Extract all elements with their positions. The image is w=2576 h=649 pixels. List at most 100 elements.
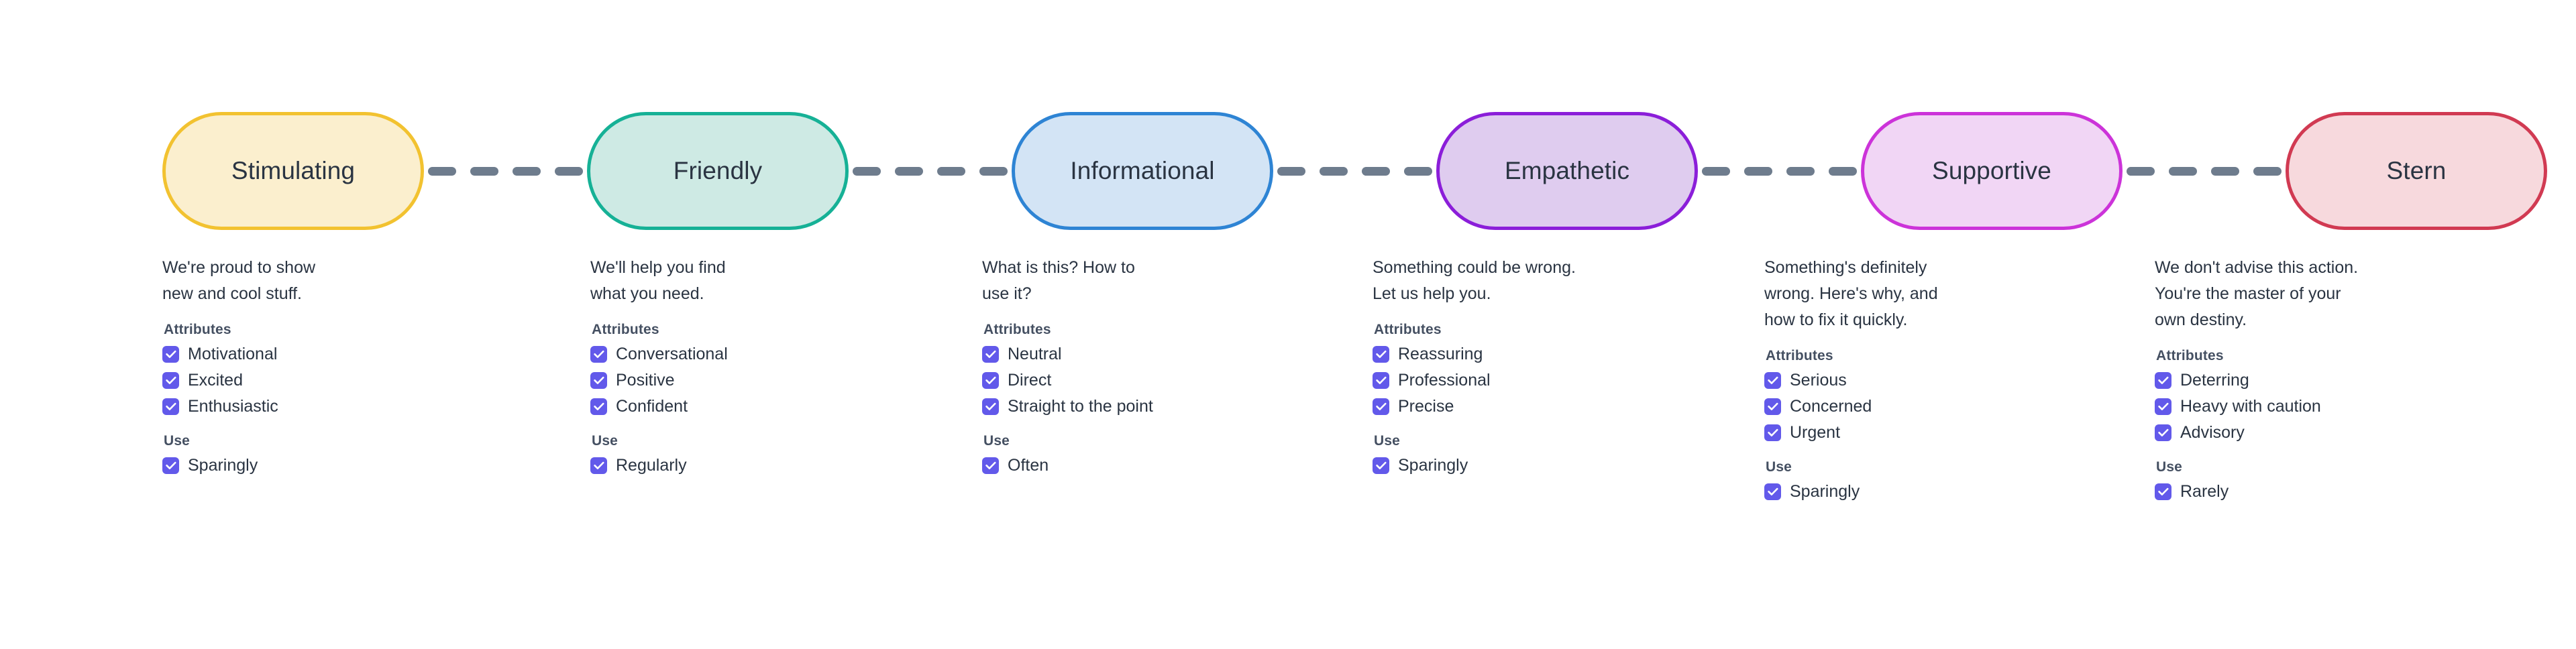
checkbox-checked-icon[interactable]: [1764, 371, 1781, 389]
checkbox-checked-icon[interactable]: [590, 398, 607, 415]
checkbox-checked-icon[interactable]: [590, 371, 607, 389]
attributes-label: Urgent: [1790, 423, 1841, 442]
attributes-label: Excited: [188, 371, 243, 390]
tone-pill-stimulating[interactable]: Stimulating: [162, 112, 424, 230]
attributes-check-item[interactable]: Advisory: [2155, 423, 2443, 442]
use-heading: Use: [164, 433, 190, 449]
attributes-check-item[interactable]: Enthusiastic: [162, 397, 451, 416]
tone-pill-label: Friendly: [673, 156, 763, 184]
connector-dashed-line: [2123, 112, 2286, 230]
attributes-label: Heavy with caution: [2180, 397, 2321, 416]
attributes-heading: Attributes: [1374, 322, 1442, 337]
checkbox-checked-icon[interactable]: [1764, 483, 1781, 500]
use-check-item[interactable]: Sparingly: [1373, 456, 1661, 475]
checkbox-checked-icon[interactable]: [2155, 424, 2171, 441]
tone-pill-slot: Friendly: [587, 112, 849, 230]
attributes-heading: Attributes: [2156, 348, 2224, 363]
checkbox-checked-icon[interactable]: [2155, 371, 2171, 389]
checkbox-checked-icon[interactable]: [1373, 345, 1389, 363]
attributes-check-item[interactable]: Conversational: [590, 345, 879, 363]
attributes-check-item[interactable]: Excited: [162, 371, 451, 390]
tone-pill-label: Stimulating: [231, 156, 356, 184]
tone-description: We're proud to show new and cool stuff.: [162, 258, 316, 303]
checkbox-checked-icon[interactable]: [162, 371, 179, 389]
attributes-check-item[interactable]: Neutral: [982, 345, 1271, 363]
checkbox-checked-icon[interactable]: [1764, 398, 1781, 415]
checkbox-checked-icon[interactable]: [2155, 483, 2171, 500]
tone-pill-empathetic[interactable]: Empathetic: [1436, 112, 1698, 230]
tone-detail-column: We'll help you find what you need.Attrib…: [590, 255, 879, 482]
tone-pill-stern[interactable]: Stern: [2286, 112, 2547, 230]
checkbox-checked-icon[interactable]: [982, 371, 999, 389]
connector-dash: [1702, 166, 1730, 176]
attributes-label: Direct: [1008, 371, 1052, 390]
use-label: Sparingly: [1398, 456, 1468, 475]
tone-detail-column: Something's definitely wrong. Here's why…: [1764, 255, 2053, 508]
attributes-check-item[interactable]: Professional: [1373, 371, 1661, 390]
use-check-item[interactable]: Regularly: [590, 456, 879, 475]
checkbox-checked-icon[interactable]: [162, 457, 179, 474]
connector-dash: [2127, 166, 2155, 176]
attributes-check-item[interactable]: Reassuring: [1373, 345, 1661, 363]
attributes-label: Conversational: [616, 345, 728, 363]
attributes-check-item[interactable]: Serious: [1764, 371, 2053, 390]
attributes-label: Positive: [616, 371, 675, 390]
use-check-item[interactable]: Rarely: [2155, 482, 2443, 501]
attributes-check-item[interactable]: Urgent: [1764, 423, 2053, 442]
checkbox-checked-icon[interactable]: [982, 345, 999, 363]
attributes-check-item[interactable]: Deterring: [2155, 371, 2443, 390]
connector-dash: [1320, 166, 1348, 176]
attributes-label: Professional: [1398, 371, 1491, 390]
attributes-check-item[interactable]: Concerned: [1764, 397, 2053, 416]
checkbox-checked-icon[interactable]: [2155, 398, 2171, 415]
attributes-label: Enthusiastic: [188, 397, 278, 416]
tone-pill-label: Stern: [2386, 156, 2447, 184]
attributes-label: Straight to the point: [1008, 397, 1153, 416]
checkbox-checked-icon[interactable]: [590, 457, 607, 474]
checkbox-checked-icon[interactable]: [982, 398, 999, 415]
checkbox-checked-icon[interactable]: [590, 345, 607, 363]
checkbox-checked-icon[interactable]: [1764, 424, 1781, 441]
attributes-check-item[interactable]: Confident: [590, 397, 879, 416]
tone-pill-informational[interactable]: Informational: [1012, 112, 1273, 230]
checkbox-checked-icon[interactable]: [1373, 457, 1389, 474]
checkbox-checked-icon[interactable]: [162, 398, 179, 415]
use-check-item[interactable]: Sparingly: [1764, 482, 2053, 501]
tone-description: We'll help you find what you need.: [590, 258, 726, 303]
tone-description: What is this? How to use it?: [982, 258, 1135, 303]
tone-pill-friendly[interactable]: Friendly: [587, 112, 849, 230]
attributes-check-item[interactable]: Heavy with caution: [2155, 397, 2443, 416]
tone-pill-slot: Stimulating: [162, 112, 424, 230]
connector-dash: [979, 166, 1008, 176]
connector-dash: [513, 166, 541, 176]
use-heading: Use: [1766, 459, 1792, 475]
tone-pill-row: Stimulating Friendly Informational Empathet…: [162, 112, 2547, 230]
attributes-label: Concerned: [1790, 397, 1872, 416]
attributes-check-item[interactable]: Direct: [982, 371, 1271, 390]
attributes-label: Deterring: [2180, 371, 2249, 390]
tone-pill-supportive[interactable]: Supportive: [1861, 112, 2123, 230]
attributes-check-item[interactable]: Straight to the point: [982, 397, 1271, 416]
use-check-item[interactable]: Sparingly: [162, 456, 451, 475]
tone-description: Something could be wrong. Let us help yo…: [1373, 258, 1576, 303]
checkbox-checked-icon[interactable]: [1373, 371, 1389, 389]
attributes-check-item[interactable]: Positive: [590, 371, 879, 390]
checkbox-checked-icon[interactable]: [162, 345, 179, 363]
checkbox-checked-icon[interactable]: [1373, 398, 1389, 415]
use-check-item[interactable]: Often: [982, 456, 1271, 475]
connector-dash: [555, 166, 583, 176]
tone-pill-label: Informational: [1070, 156, 1215, 184]
checkbox-checked-icon[interactable]: [982, 457, 999, 474]
use-heading: Use: [983, 433, 1010, 449]
connector-dash: [1786, 166, 1815, 176]
connector-dash: [1404, 166, 1432, 176]
attributes-label: Advisory: [2180, 423, 2245, 442]
attributes-check-item[interactable]: Motivational: [162, 345, 451, 363]
attributes-check-item[interactable]: Precise: [1373, 397, 1661, 416]
